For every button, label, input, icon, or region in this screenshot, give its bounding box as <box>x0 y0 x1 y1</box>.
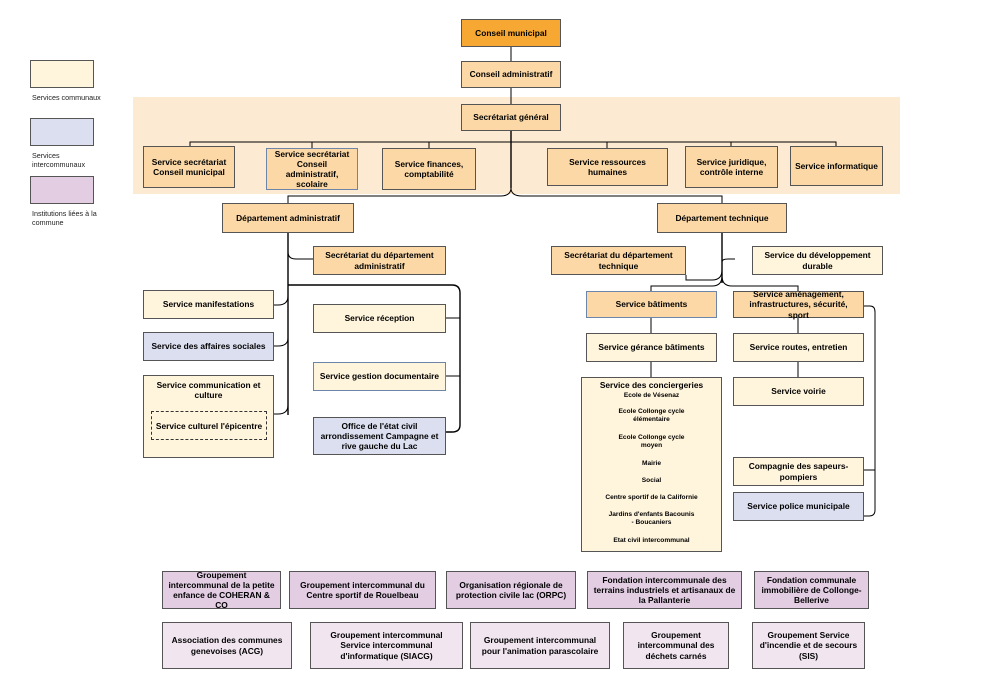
conciergerie-item: Ecole Collonge cycle moyen <box>618 434 685 450</box>
institution-box[interactable]: Groupement intercommunal de la petite en… <box>162 570 281 610</box>
service-secretariat-cm-box[interactable]: Service secrétariat Conseil municipal <box>143 146 235 188</box>
legend-swatch-intercommunaux <box>30 118 94 146</box>
departement-administratif-box[interactable]: Département administratif <box>222 203 354 233</box>
legend-label-institutions: Institutions liées à la commune <box>32 209 97 227</box>
legend-label-communaux: Services communaux <box>32 93 101 102</box>
office-etat-civil-box[interactable]: Office de l'état civil arrondissement Ca… <box>313 417 446 455</box>
service-conciergeries-title: Service des conciergeries <box>599 380 704 390</box>
service-informatique-box[interactable]: Service informatique <box>790 146 883 186</box>
service-amenagement-box[interactable]: Service aménagement, infrastructures, sé… <box>733 289 864 320</box>
service-gestion-documentaire-box[interactable]: Service gestion documentaire <box>313 362 446 391</box>
institution-box[interactable]: Fondation communale immobilière de Collo… <box>754 571 869 609</box>
service-developpement-durable-box[interactable]: Service du développement durable <box>752 246 883 275</box>
institution-box[interactable]: Association des communes genevoises (ACG… <box>162 622 292 669</box>
service-police-municipale-box[interactable]: Service police municipale <box>733 492 864 521</box>
service-manifestations-box[interactable]: Service manifestations <box>143 290 274 319</box>
service-communication-label: Service communication et culture <box>156 380 261 401</box>
service-routes-box[interactable]: Service routes, entretien <box>733 333 864 362</box>
institution-box[interactable]: Groupement intercommunal pour l'animatio… <box>470 622 610 669</box>
institution-box[interactable]: Fondation intercommunale des terrains in… <box>587 571 742 609</box>
legend-swatch-communaux <box>30 60 94 88</box>
service-gerance-batiments-box[interactable]: Service gérance bâtiments <box>586 333 717 362</box>
conseil-administratif-box[interactable]: Conseil administratif <box>461 61 561 88</box>
institution-box[interactable]: Groupement Service d'incendie et de seco… <box>752 622 865 669</box>
conciergerie-item: Jardins d'enfants Bacounis - Boucaniers <box>608 511 695 527</box>
service-rh-box[interactable]: Service ressources humaines <box>547 148 668 186</box>
conciergerie-item: Etat civil intercommunal <box>613 537 690 544</box>
service-affaires-sociales-box[interactable]: Service des affaires sociales <box>143 332 274 361</box>
institution-box[interactable]: Organisation régionale de protection civ… <box>446 571 576 609</box>
service-epicentre-box[interactable]: Service culturel l'épicentre <box>151 411 267 440</box>
legend-swatch-institutions <box>30 176 94 204</box>
conciergerie-item: Ecole Collonge cycle élémentaire <box>618 408 685 424</box>
service-batiments-box[interactable]: Service bâtiments <box>586 291 717 318</box>
service-reception-box[interactable]: Service réception <box>313 304 446 333</box>
compagnie-sapeurs-pompiers-box[interactable]: Compagnie des sapeurs-pompiers <box>733 457 864 486</box>
secretariat-general-box[interactable]: Secrétariat général <box>461 104 561 131</box>
service-conciergeries-box[interactable]: Service des conciergeries Ecole de Vésen… <box>581 377 722 552</box>
institution-box[interactable]: Groupement intercommunal Service interco… <box>310 622 463 669</box>
conciergerie-item: Ecole de Vésenaz <box>623 392 680 399</box>
service-finances-box[interactable]: Service finances, comptabilité <box>382 148 476 190</box>
departement-technique-box[interactable]: Département technique <box>657 203 787 233</box>
conciergerie-item: Mairie <box>641 460 662 467</box>
conciergerie-item: Centre sportif de la Californie <box>605 494 698 501</box>
secretariat-dept-admin-box[interactable]: Secrétariat du département administratif <box>313 246 446 275</box>
service-juridique-box[interactable]: Service juridique, contrôle interne <box>685 146 778 188</box>
secretariat-dept-tech-box[interactable]: Secrétariat du département technique <box>551 246 686 275</box>
conseil-municipal-box[interactable]: Conseil municipal <box>461 19 561 47</box>
institution-box[interactable]: Groupement intercommunal du Centre sport… <box>289 571 436 609</box>
legend-label-intercommunaux: Services intercommunaux <box>32 151 86 169</box>
institution-box[interactable]: Groupement intercommunal des déchets car… <box>623 622 729 669</box>
conciergerie-item: Social <box>641 477 662 484</box>
service-secretariat-ca-box[interactable]: Service secrétariat Conseil administrati… <box>266 148 358 190</box>
service-voirie-box[interactable]: Service voirie <box>733 377 864 406</box>
